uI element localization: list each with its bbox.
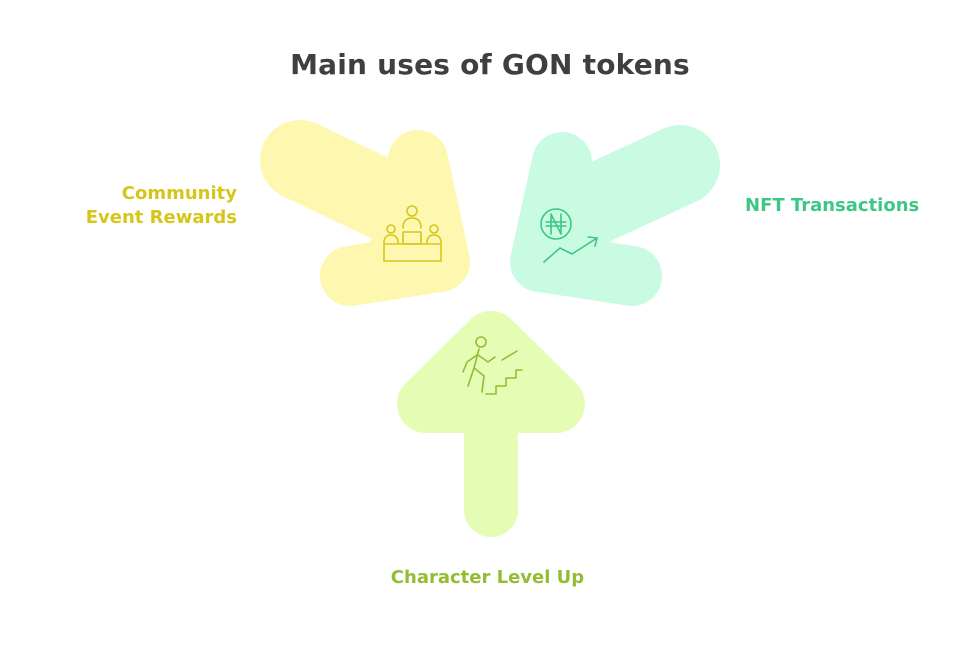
naira-coin-growth-icon bbox=[540, 208, 598, 263]
arrow-character-level-up bbox=[397, 311, 585, 537]
label-character-level-up: Character Level Up bbox=[390, 567, 585, 588]
label-nft-transactions: NFT Transactions bbox=[745, 195, 920, 216]
arrow-community-event-rewards bbox=[260, 120, 470, 306]
arrow-nft-transactions bbox=[510, 125, 720, 306]
person-climbing-stairs-icon bbox=[462, 336, 523, 395]
label-community-event-rewards: Community Event Rewards bbox=[85, 183, 237, 228]
podium-people-icon bbox=[383, 205, 442, 262]
diagram-title: Main uses of GON tokens bbox=[290, 48, 690, 81]
